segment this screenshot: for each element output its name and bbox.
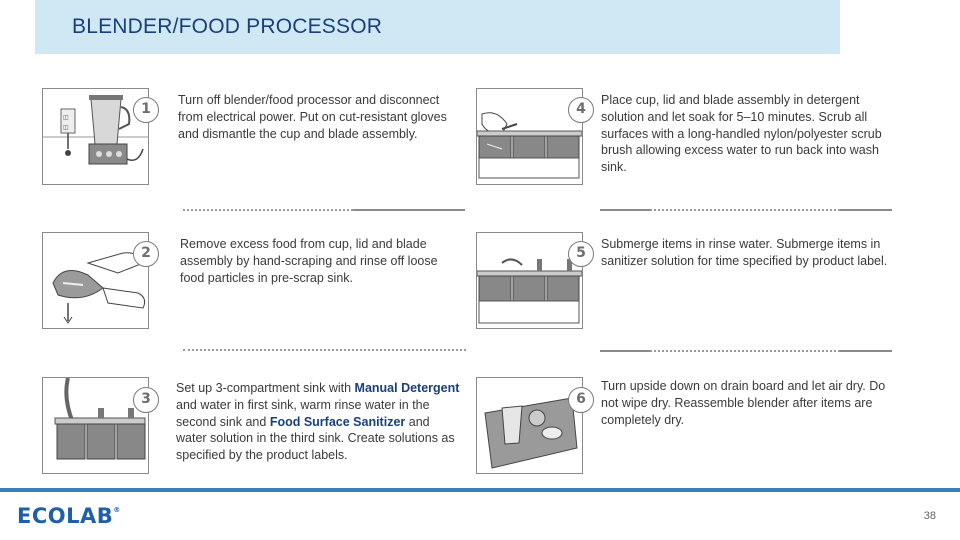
divider-5-solid-right bbox=[840, 350, 892, 352]
step-2-number-badge: 2 bbox=[133, 241, 159, 267]
divider-2 bbox=[183, 349, 466, 351]
step-4-illustration bbox=[476, 88, 583, 185]
blender-unplug-image: ◫ ◫ bbox=[43, 95, 148, 165]
step-6-text: Turn upside down on drain board and let … bbox=[601, 379, 886, 427]
rinse-sanitize-image bbox=[477, 258, 582, 324]
svg-text:◫: ◫ bbox=[63, 125, 69, 131]
step-1-illustration: ◫ ◫ bbox=[42, 88, 149, 185]
three-compartment-sink-image bbox=[54, 378, 146, 460]
svg-text:◫: ◫ bbox=[63, 115, 69, 121]
step-3-number-badge: 3 bbox=[133, 387, 159, 413]
step-3-illustration bbox=[42, 377, 149, 474]
divider-1-solid bbox=[353, 209, 465, 211]
footer-divider bbox=[0, 488, 960, 492]
step-5-text: Submerge items in rinse water. Submerge … bbox=[601, 237, 888, 268]
manual-detergent-product: Manual Detergent bbox=[354, 381, 460, 395]
divider-1 bbox=[183, 209, 353, 211]
divider-4 bbox=[650, 209, 840, 211]
step-2-illustration bbox=[42, 232, 149, 329]
divider-5 bbox=[650, 350, 840, 352]
ecolab-logo: ECOLAB® bbox=[17, 504, 121, 528]
step-6-number-badge: 6 bbox=[568, 387, 594, 413]
detergent-soak-image bbox=[477, 112, 582, 179]
divider-5-solid-left bbox=[600, 350, 650, 352]
air-dry-image bbox=[484, 397, 578, 469]
step-3-text: Set up 3-compartment sink with Manual De… bbox=[176, 380, 461, 464]
step-4-text: Place cup, lid and blade assembly in det… bbox=[601, 93, 882, 175]
trademark-symbol: ® bbox=[113, 506, 121, 514]
step-5-number-badge: 5 bbox=[568, 241, 594, 267]
title-bar: BLENDER/FOOD PROCESSOR bbox=[35, 0, 840, 54]
step-3-text-part-1: Set up 3-compartment sink with bbox=[176, 381, 355, 395]
food-surface-sanitizer-product: Food Surface Sanitizer bbox=[269, 414, 406, 429]
page-title: BLENDER/FOOD PROCESSOR bbox=[72, 15, 383, 38]
step-4-number-badge: 4 bbox=[568, 97, 594, 123]
step-1-text: Turn off blender/food processor and disc… bbox=[178, 93, 447, 141]
step-6-illustration bbox=[476, 377, 583, 474]
step-3-text-part-5: and water solution in the third sink. Cr… bbox=[176, 414, 455, 463]
logo-text: ECOLAB bbox=[17, 504, 114, 528]
step-3-text-part-3: and water in first sink, warm rinse wate… bbox=[176, 397, 430, 429]
divider-4-solid-right bbox=[840, 209, 892, 211]
hand-scraping-image bbox=[52, 252, 146, 324]
step-1-number-badge: 1 bbox=[133, 97, 159, 123]
divider-4-solid-left bbox=[600, 209, 650, 211]
step-5-illustration bbox=[476, 232, 583, 329]
step-2-text: Remove excess food from cup, lid and bla… bbox=[180, 237, 438, 285]
page-number: 38 bbox=[923, 510, 936, 522]
